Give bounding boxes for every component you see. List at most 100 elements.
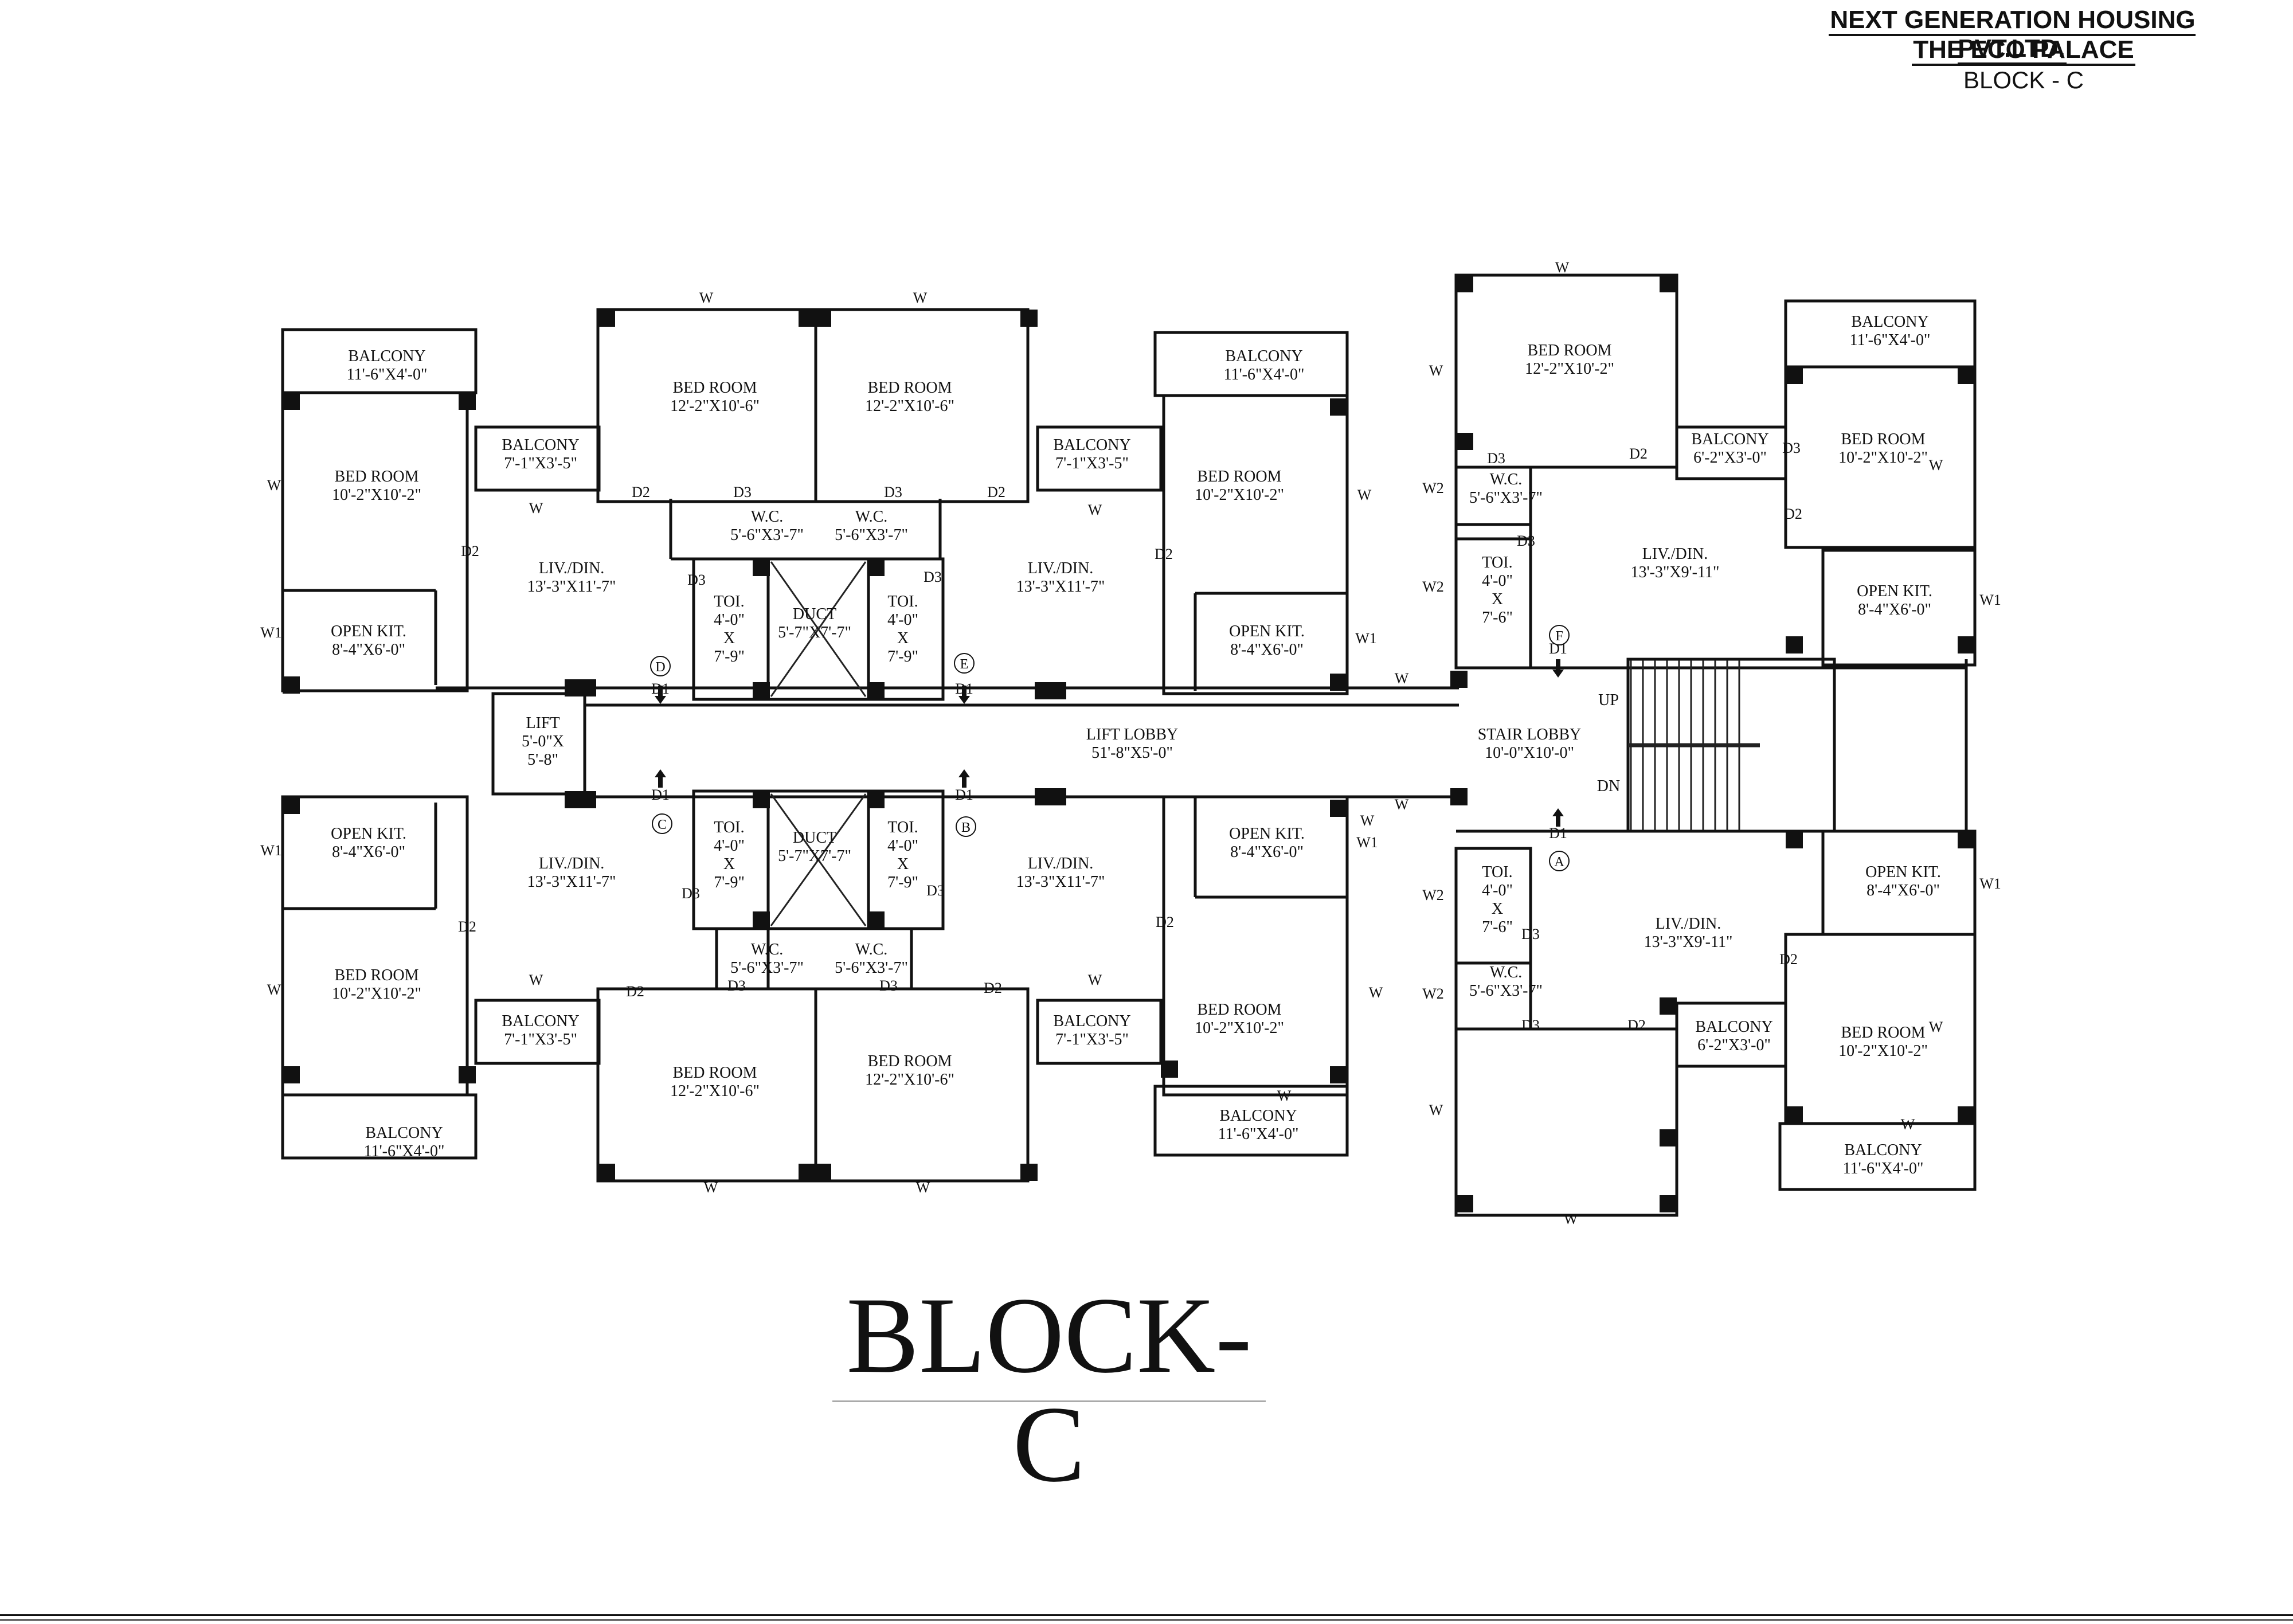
room-name: LIV./DIN.: [1656, 915, 1721, 933]
opening-tag: W: [1360, 812, 1375, 829]
opening-tag: D3: [926, 882, 945, 899]
room-name: BED ROOM: [867, 379, 952, 397]
structural-column: [1660, 997, 1677, 1015]
opening-tag: W2: [1422, 985, 1444, 1002]
structural-column: [799, 1164, 816, 1181]
room-dimension: 12'-2"X10'-2": [1525, 360, 1614, 378]
room-name: LIV./DIN.: [1028, 855, 1094, 872]
opening-tag: W: [267, 477, 281, 494]
opening-tag: W: [704, 1179, 718, 1196]
room-dimension: 4'-0": [887, 837, 918, 855]
opening-tag: W: [1277, 1087, 1292, 1104]
opening-tag: D2: [1629, 445, 1648, 462]
opening-tag: D2: [626, 983, 644, 1000]
room-label: OPEN KIT.8'-4"X6'-0": [331, 825, 406, 861]
bedroom-outline: [1454, 1027, 1678, 1217]
room-dimension: 5'-6"X3'-7": [835, 959, 908, 977]
toilet-outline: [1454, 523, 1532, 670]
room-label: OPEN KIT.8'-4"X6'-0": [1229, 825, 1305, 861]
room-label: LIV./DIN.13'-3"X9'-11": [1631, 545, 1720, 581]
opening-tag: D2: [632, 484, 650, 500]
opening-tag: D3: [924, 569, 942, 585]
structural-column: [1786, 636, 1803, 653]
room-name: BALCONY: [1695, 1018, 1772, 1036]
entry-arrow: [958, 686, 970, 704]
room-dimension: 11'-6"X4'-0": [1850, 331, 1931, 349]
opening-tag: W: [1555, 259, 1570, 276]
room-dimension: 7'-1"X3'-5": [1055, 1031, 1129, 1048]
room-dimension: 11'-6"X4'-0": [347, 366, 428, 384]
structural-column: [459, 393, 476, 410]
room-name: BALCONY: [348, 347, 425, 365]
room-dimension: 10'-2"X10'-2": [332, 486, 421, 504]
structural-column: [1456, 275, 1473, 292]
room-name: W.C.: [1490, 471, 1523, 488]
room-dimension: 7'-1"X3'-5": [1055, 455, 1129, 472]
structural-column: [283, 797, 300, 814]
room-dimension: 7'-9": [887, 874, 918, 891]
opening-tag: D2: [1779, 951, 1798, 968]
toilet-outline: [867, 557, 945, 701]
structural-column: [1450, 671, 1468, 688]
room-name: TOI.: [887, 819, 918, 836]
structural-column: [1660, 1129, 1677, 1146]
room-dimension: 6'-2"X3'-0": [1693, 449, 1767, 467]
room-dimension: 10'-2"X10'-2": [1838, 449, 1928, 467]
room-name: TOI.: [887, 593, 918, 611]
structural-column: [1786, 1106, 1803, 1124]
room-dimension: X: [897, 629, 909, 647]
structural-column: [1161, 1061, 1178, 1078]
room-dimension: 12'-2"X10'-6": [670, 1082, 760, 1100]
structural-column: [1330, 1066, 1347, 1083]
opening-tag: D2: [1155, 546, 1173, 562]
structural-column: [814, 1164, 831, 1181]
room-dimension: 8'-4"X6'-0": [1230, 843, 1304, 861]
room-dimension: 13'-3"X9'-11": [1644, 933, 1733, 951]
structural-column: [1330, 398, 1347, 416]
room-label: OPEN KIT.8'-4"X6'-0": [331, 623, 406, 659]
structural-column: [753, 911, 770, 929]
opening-tag: W: [916, 1179, 930, 1196]
project-name: THE ECO PALACE: [1897, 36, 2150, 66]
company-name: NEXT GENERATION HOUSING PVT.LTD.: [1783, 6, 2241, 65]
room-name: TOI.: [714, 819, 744, 836]
room-label: W.C.5'-6"X3'-7": [835, 508, 908, 544]
opening-tag: W: [267, 981, 281, 998]
bedroom-outline: [814, 308, 1030, 503]
room-label: LIV./DIN.13'-3"X11'-7": [1016, 559, 1105, 596]
opening-tag: W1: [260, 624, 282, 641]
structural-column: [1330, 800, 1347, 817]
opening-tag: D3: [727, 977, 746, 994]
structural-column: [753, 559, 770, 576]
structural-column: [1020, 1164, 1038, 1181]
opening-tag: D3: [1521, 1017, 1540, 1034]
room-label: LIV./DIN.13'-3"X9'-11": [1644, 915, 1733, 951]
opening-tag: D3: [879, 977, 898, 994]
entry-arrow: [655, 686, 666, 704]
room-dimension: 11'-6"X4'-0": [1218, 1125, 1299, 1143]
room-name: LIFT: [526, 714, 559, 732]
opening-tag: D1: [651, 680, 670, 697]
room-dimension: 5'-7"X7'-7": [778, 847, 851, 865]
room-label: LIV./DIN.13'-3"X11'-7": [527, 855, 616, 891]
opening-tag: W: [913, 289, 928, 306]
opening-tag: D2: [1627, 1017, 1646, 1034]
opening-tag: D2: [461, 543, 479, 559]
room-name: BALCONY: [1219, 1107, 1297, 1125]
room-name: TOI.: [1482, 554, 1512, 572]
opening-tag: W: [1369, 984, 1383, 1001]
structural-column: [565, 791, 596, 808]
opening-tag: D3: [1487, 450, 1505, 467]
